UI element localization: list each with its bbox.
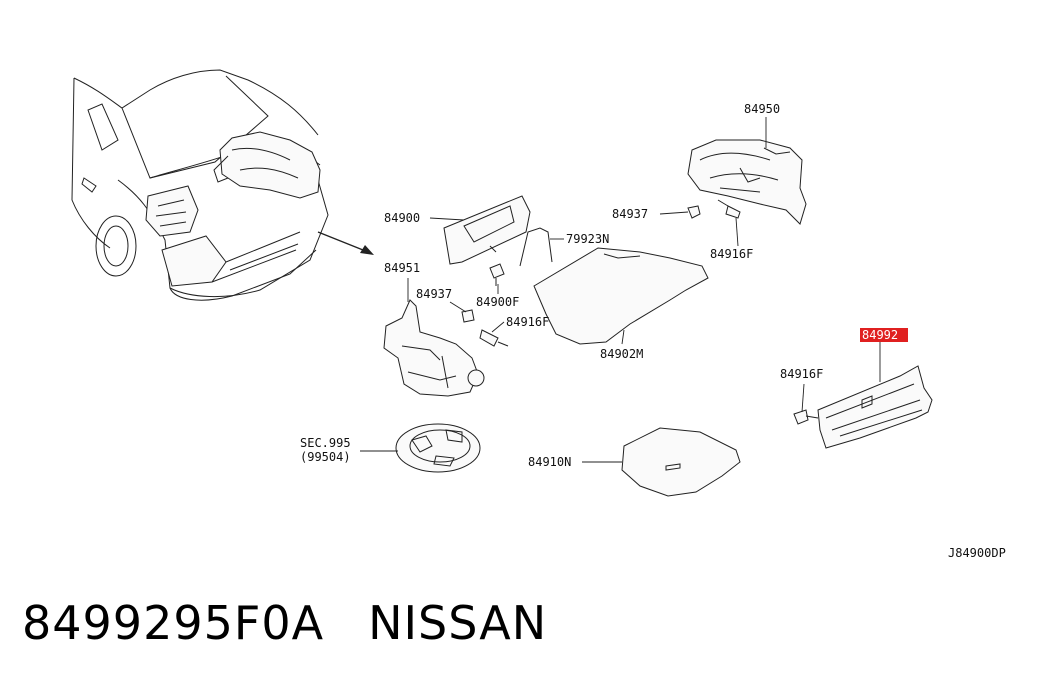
label-79923N: 79923N <box>566 232 609 246</box>
clip-84937-mid <box>461 309 475 323</box>
label-sec995-line1: SEC.995 <box>300 436 351 450</box>
label-84910N: 84910N <box>528 455 571 469</box>
screw-84916F-mid <box>479 329 509 347</box>
part-84992 <box>817 365 933 449</box>
label-84992-highlighted[interactable]: 84992 <box>862 328 898 342</box>
label-sec995-line2: (99504) <box>300 450 351 464</box>
part-84950 <box>687 139 807 225</box>
part-84902M <box>533 247 709 345</box>
direction-arrow <box>317 231 374 255</box>
part-84951 <box>383 299 485 397</box>
label-84916F-right: 84916F <box>780 367 823 381</box>
brand-name: NISSAN <box>368 596 548 650</box>
label-84902M: 84902M <box>600 347 643 361</box>
label-84900F: 84900F <box>476 295 519 309</box>
car-illustration <box>71 69 329 301</box>
screw-84916F-top <box>717 199 741 219</box>
part-84900 <box>443 195 531 265</box>
label-84937-mid: 84937 <box>416 287 452 301</box>
label-84916F-mid: 84916F <box>506 315 549 329</box>
diagram-code: J84900DP <box>948 546 1006 560</box>
label-84916F-top: 84916F <box>710 247 753 261</box>
label-84900: 84900 <box>384 211 420 225</box>
part-sec995-tire-tray <box>395 423 481 473</box>
clip-84937-top <box>687 205 701 219</box>
screw-84916F-right <box>793 409 819 425</box>
label-84950: 84950 <box>744 102 780 116</box>
highlight-box-84992[interactable] <box>860 328 908 342</box>
label-84951: 84951 <box>384 261 420 275</box>
part-number: 8499295F0A <box>22 596 325 650</box>
part-79923N <box>519 227 553 267</box>
part-84900F <box>489 263 505 286</box>
label-84937-top: 84937 <box>612 207 648 221</box>
part-84910N <box>621 427 741 497</box>
caption: 8499295F0A NISSAN <box>22 596 547 650</box>
